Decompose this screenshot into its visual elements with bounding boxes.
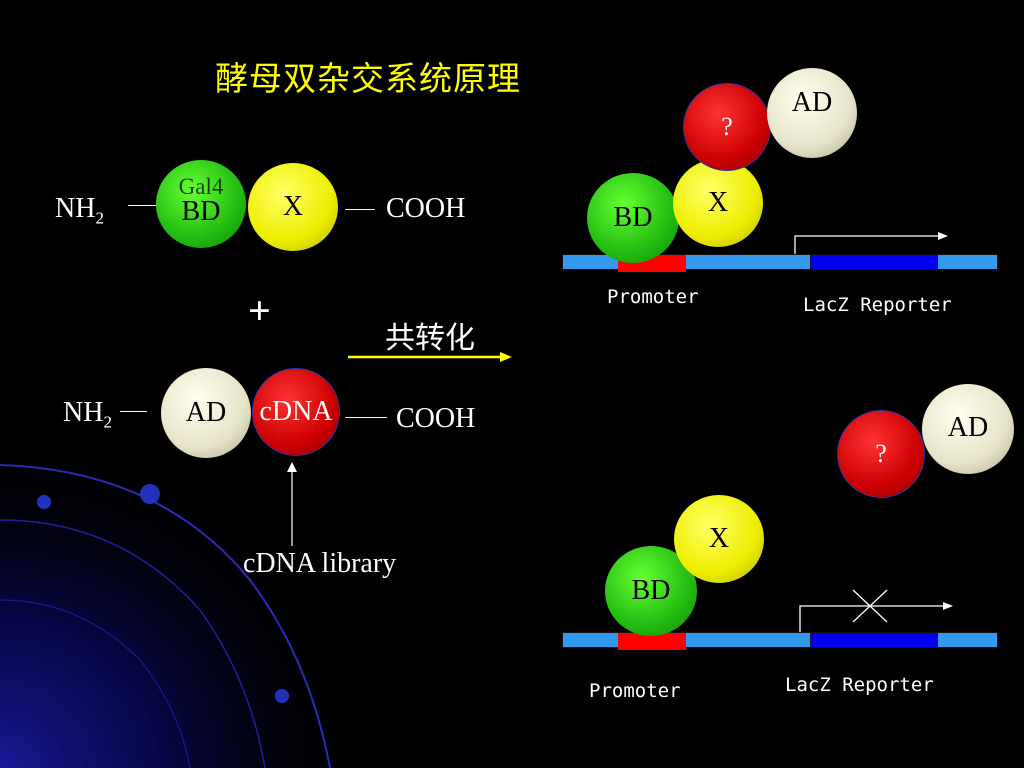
question-label: ? bbox=[875, 439, 887, 468]
plus-sign: + bbox=[248, 288, 271, 333]
ad-domain-bound: AD bbox=[767, 68, 857, 158]
ad-label: AD bbox=[791, 87, 833, 118]
connector-line bbox=[345, 209, 375, 210]
connector-line bbox=[128, 205, 156, 206]
transcription-arrow-blocked bbox=[799, 589, 953, 632]
x-label: X bbox=[707, 187, 729, 218]
transcription-arrow-top bbox=[794, 232, 948, 254]
slide-title: 酵母双杂交系统原理 bbox=[215, 59, 521, 98]
bd-label: BD bbox=[631, 575, 671, 606]
ad-label: AD bbox=[947, 412, 989, 443]
x-protein-bound: X bbox=[673, 159, 763, 247]
bd-label: BD bbox=[181, 196, 221, 227]
promoter-label-bottom: Promoter bbox=[589, 680, 681, 702]
cotransform-arrow bbox=[348, 352, 512, 362]
cooh-label-bottom: COOH bbox=[396, 403, 476, 434]
x-protein: X bbox=[248, 163, 338, 251]
gal4-label: Gal4 bbox=[178, 174, 224, 199]
bd-domain-alone: BD bbox=[605, 546, 697, 636]
x-label: X bbox=[282, 191, 304, 222]
reporter-gene-bottom bbox=[810, 632, 938, 648]
bd-domain: Gal4 BD bbox=[156, 160, 246, 248]
x-label: X bbox=[708, 523, 730, 554]
reporter-label-bottom: LacZ Reporter bbox=[785, 674, 934, 696]
connector-line bbox=[120, 411, 147, 412]
ad-domain-free: AD bbox=[922, 384, 1014, 474]
library-arrow bbox=[287, 462, 297, 546]
question-label: ? bbox=[721, 112, 733, 141]
nh2-label-top: NH2 bbox=[55, 193, 104, 228]
reporter-gene-top bbox=[810, 254, 938, 270]
cotransform-label: 共转化 bbox=[385, 321, 475, 356]
x-protein-alone: X bbox=[674, 495, 764, 583]
unknown-protein-bound: ? bbox=[683, 83, 771, 171]
cdna-label: cDNA bbox=[259, 396, 333, 427]
reporter-label-top: LacZ Reporter bbox=[803, 294, 952, 316]
nh2-label-bottom: NH2 bbox=[63, 397, 112, 432]
bd-label: BD bbox=[613, 202, 653, 233]
bd-domain-bound: BD bbox=[587, 173, 679, 263]
promoter-region-bottom bbox=[618, 633, 686, 650]
unknown-protein-free: ? bbox=[837, 410, 925, 498]
cooh-label-top: COOH bbox=[386, 193, 466, 224]
cdna-protein: cDNA bbox=[252, 368, 340, 456]
cdna-library-label: cDNA library bbox=[243, 548, 397, 579]
ad-label: AD bbox=[185, 397, 227, 428]
connector-line bbox=[345, 417, 387, 418]
ad-domain: AD bbox=[161, 368, 251, 458]
promoter-label-top: Promoter bbox=[607, 286, 699, 308]
